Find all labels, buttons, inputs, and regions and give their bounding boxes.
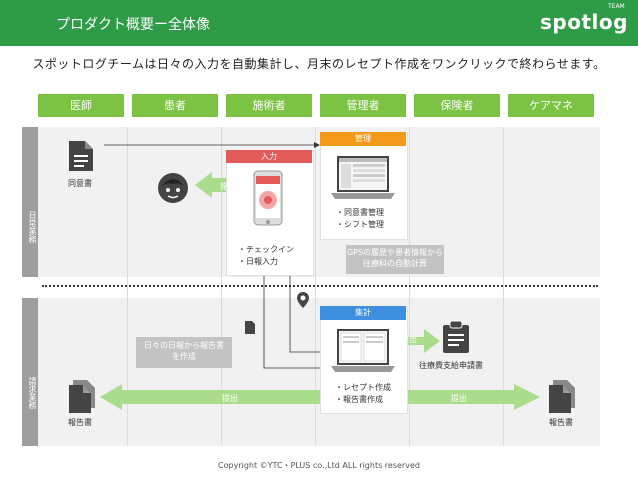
shift-management-item: ・シフト管理 bbox=[336, 220, 384, 229]
lane-label-billing: 請求業務 bbox=[22, 298, 38, 446]
daily-report-input-item: ・日報入力 bbox=[238, 257, 278, 266]
billing-lane-background bbox=[38, 298, 600, 446]
patient-face-icon bbox=[158, 173, 188, 203]
role-manager: 管理者 bbox=[320, 94, 406, 117]
manage-panel bbox=[320, 132, 408, 240]
page-title: プロダクト概要ー全体像 bbox=[56, 17, 210, 33]
daily-lane-background bbox=[38, 127, 600, 277]
report-creation-item: ・報告書作成 bbox=[335, 395, 383, 404]
consent-document-icon bbox=[69, 141, 93, 171]
laptop-aggregate-screen bbox=[331, 329, 395, 372]
lane-label-daily: 日常業務 bbox=[22, 127, 38, 277]
submit-label-insurer: 提出 bbox=[401, 335, 417, 344]
report-left-icon bbox=[69, 380, 95, 413]
input-header: 入力 bbox=[226, 150, 312, 163]
laptop-management-screen bbox=[331, 156, 395, 199]
role-patient: 患者 bbox=[132, 94, 218, 117]
check-in-item: ・チェックイン bbox=[238, 245, 294, 254]
logo-team-label: TEAM bbox=[608, 3, 625, 10]
report-left-label: 報告書 bbox=[68, 418, 92, 427]
consent-label: 同意書 bbox=[68, 179, 92, 188]
header-bar bbox=[0, 0, 638, 46]
smartphone-app-image bbox=[253, 170, 283, 226]
map-pin-icon bbox=[297, 292, 309, 308]
consent-management-item: ・同意書管理 bbox=[336, 208, 384, 217]
role-doctor: 医師 bbox=[38, 94, 124, 117]
report-right-label: 報告書 bbox=[549, 418, 573, 427]
subtitle: スポットログチームは日々の入力を自動集計し、月末のレセプト作成をワンクリックで終… bbox=[32, 57, 606, 71]
submit-label-doctor: 提出 bbox=[222, 394, 238, 403]
receipt-creation-item: ・レセプト作成 bbox=[335, 383, 391, 392]
aggregate-header: 集計 bbox=[320, 306, 406, 320]
spotlog-logo: spotlog bbox=[540, 10, 628, 34]
report-right-icon bbox=[549, 380, 575, 413]
role-care-manager: ケアマネ bbox=[508, 94, 594, 117]
report-from-daily-note: 日々の日報から報告書 を作成 bbox=[136, 337, 232, 368]
role-practitioner: 施術者 bbox=[226, 94, 312, 117]
lane-separator bbox=[42, 285, 598, 287]
small-document-icon bbox=[245, 321, 255, 334]
claim-form-label: 往療費支給申請書 bbox=[419, 361, 483, 370]
manage-header: 管理 bbox=[320, 132, 406, 146]
submit-label-care-manager: 提出 bbox=[451, 394, 467, 403]
copyright-footer: Copyright ©YTC・PLUS co.,Ltd ALL rights r… bbox=[218, 461, 420, 470]
role-insurer: 保険者 bbox=[414, 94, 500, 117]
gps-auto-calc-note: GPSの履歴や患者情報から 往療料の自動計算 bbox=[346, 245, 444, 274]
clipboard-claim-icon bbox=[443, 320, 469, 353]
